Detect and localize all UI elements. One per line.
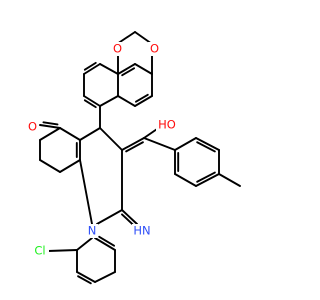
bond-line xyxy=(174,173,197,187)
atom-chlorine: Cl xyxy=(34,244,45,258)
bond-line xyxy=(195,173,220,187)
double-bond-line xyxy=(77,275,92,285)
bond-line xyxy=(76,271,96,283)
bond-line xyxy=(143,137,176,151)
bond-line xyxy=(117,63,136,75)
bond-line xyxy=(83,63,101,75)
bond-layer xyxy=(39,31,241,285)
double-bond-line xyxy=(83,99,97,109)
atom-ring-nitrogen: N xyxy=(88,224,97,238)
double-bond-line xyxy=(196,171,216,183)
molecule-structure-diagram: O O HO O HN N Cl xyxy=(26,31,241,285)
bond-line xyxy=(134,63,153,75)
bond-line xyxy=(99,95,119,107)
bond-line xyxy=(76,237,93,251)
double-bond-line xyxy=(121,67,135,77)
bond-line xyxy=(195,137,220,151)
bond-line xyxy=(99,63,119,75)
atom-o-dioxole-right: O xyxy=(150,42,159,56)
bond-line xyxy=(79,159,93,225)
bond-line xyxy=(79,127,101,141)
bond-line xyxy=(94,237,116,251)
bond-line xyxy=(99,127,123,151)
bond-line xyxy=(39,159,61,173)
bond-line xyxy=(83,95,101,107)
bond-line xyxy=(121,209,138,225)
double-bond-line xyxy=(42,121,59,126)
double-bond-line xyxy=(135,93,149,103)
double-bond-line xyxy=(98,235,116,247)
double-bond-line xyxy=(121,213,134,226)
bond-line xyxy=(218,173,241,187)
double-bond-line xyxy=(83,61,97,71)
double-bond-line xyxy=(125,141,144,153)
bond-line xyxy=(121,137,145,151)
bond-line xyxy=(39,124,61,129)
atom-imine-nitrogen: HN xyxy=(133,224,150,238)
bond-line xyxy=(174,137,197,151)
atom-label-layer: O O HO O HN N Cl xyxy=(26,42,178,258)
bond-line xyxy=(96,209,123,225)
bond-line xyxy=(39,127,61,141)
bond-line xyxy=(47,249,78,252)
bond-line xyxy=(59,127,81,141)
bond-line xyxy=(117,95,136,107)
atom-o-ketone: O xyxy=(28,120,37,134)
bond-line xyxy=(59,159,81,173)
atom-hydroxyl: HO xyxy=(158,118,176,132)
double-bond-line xyxy=(196,141,216,153)
bond-line xyxy=(94,271,116,283)
atom-o-dioxole-left: O xyxy=(113,42,122,56)
bond-line xyxy=(134,95,153,107)
